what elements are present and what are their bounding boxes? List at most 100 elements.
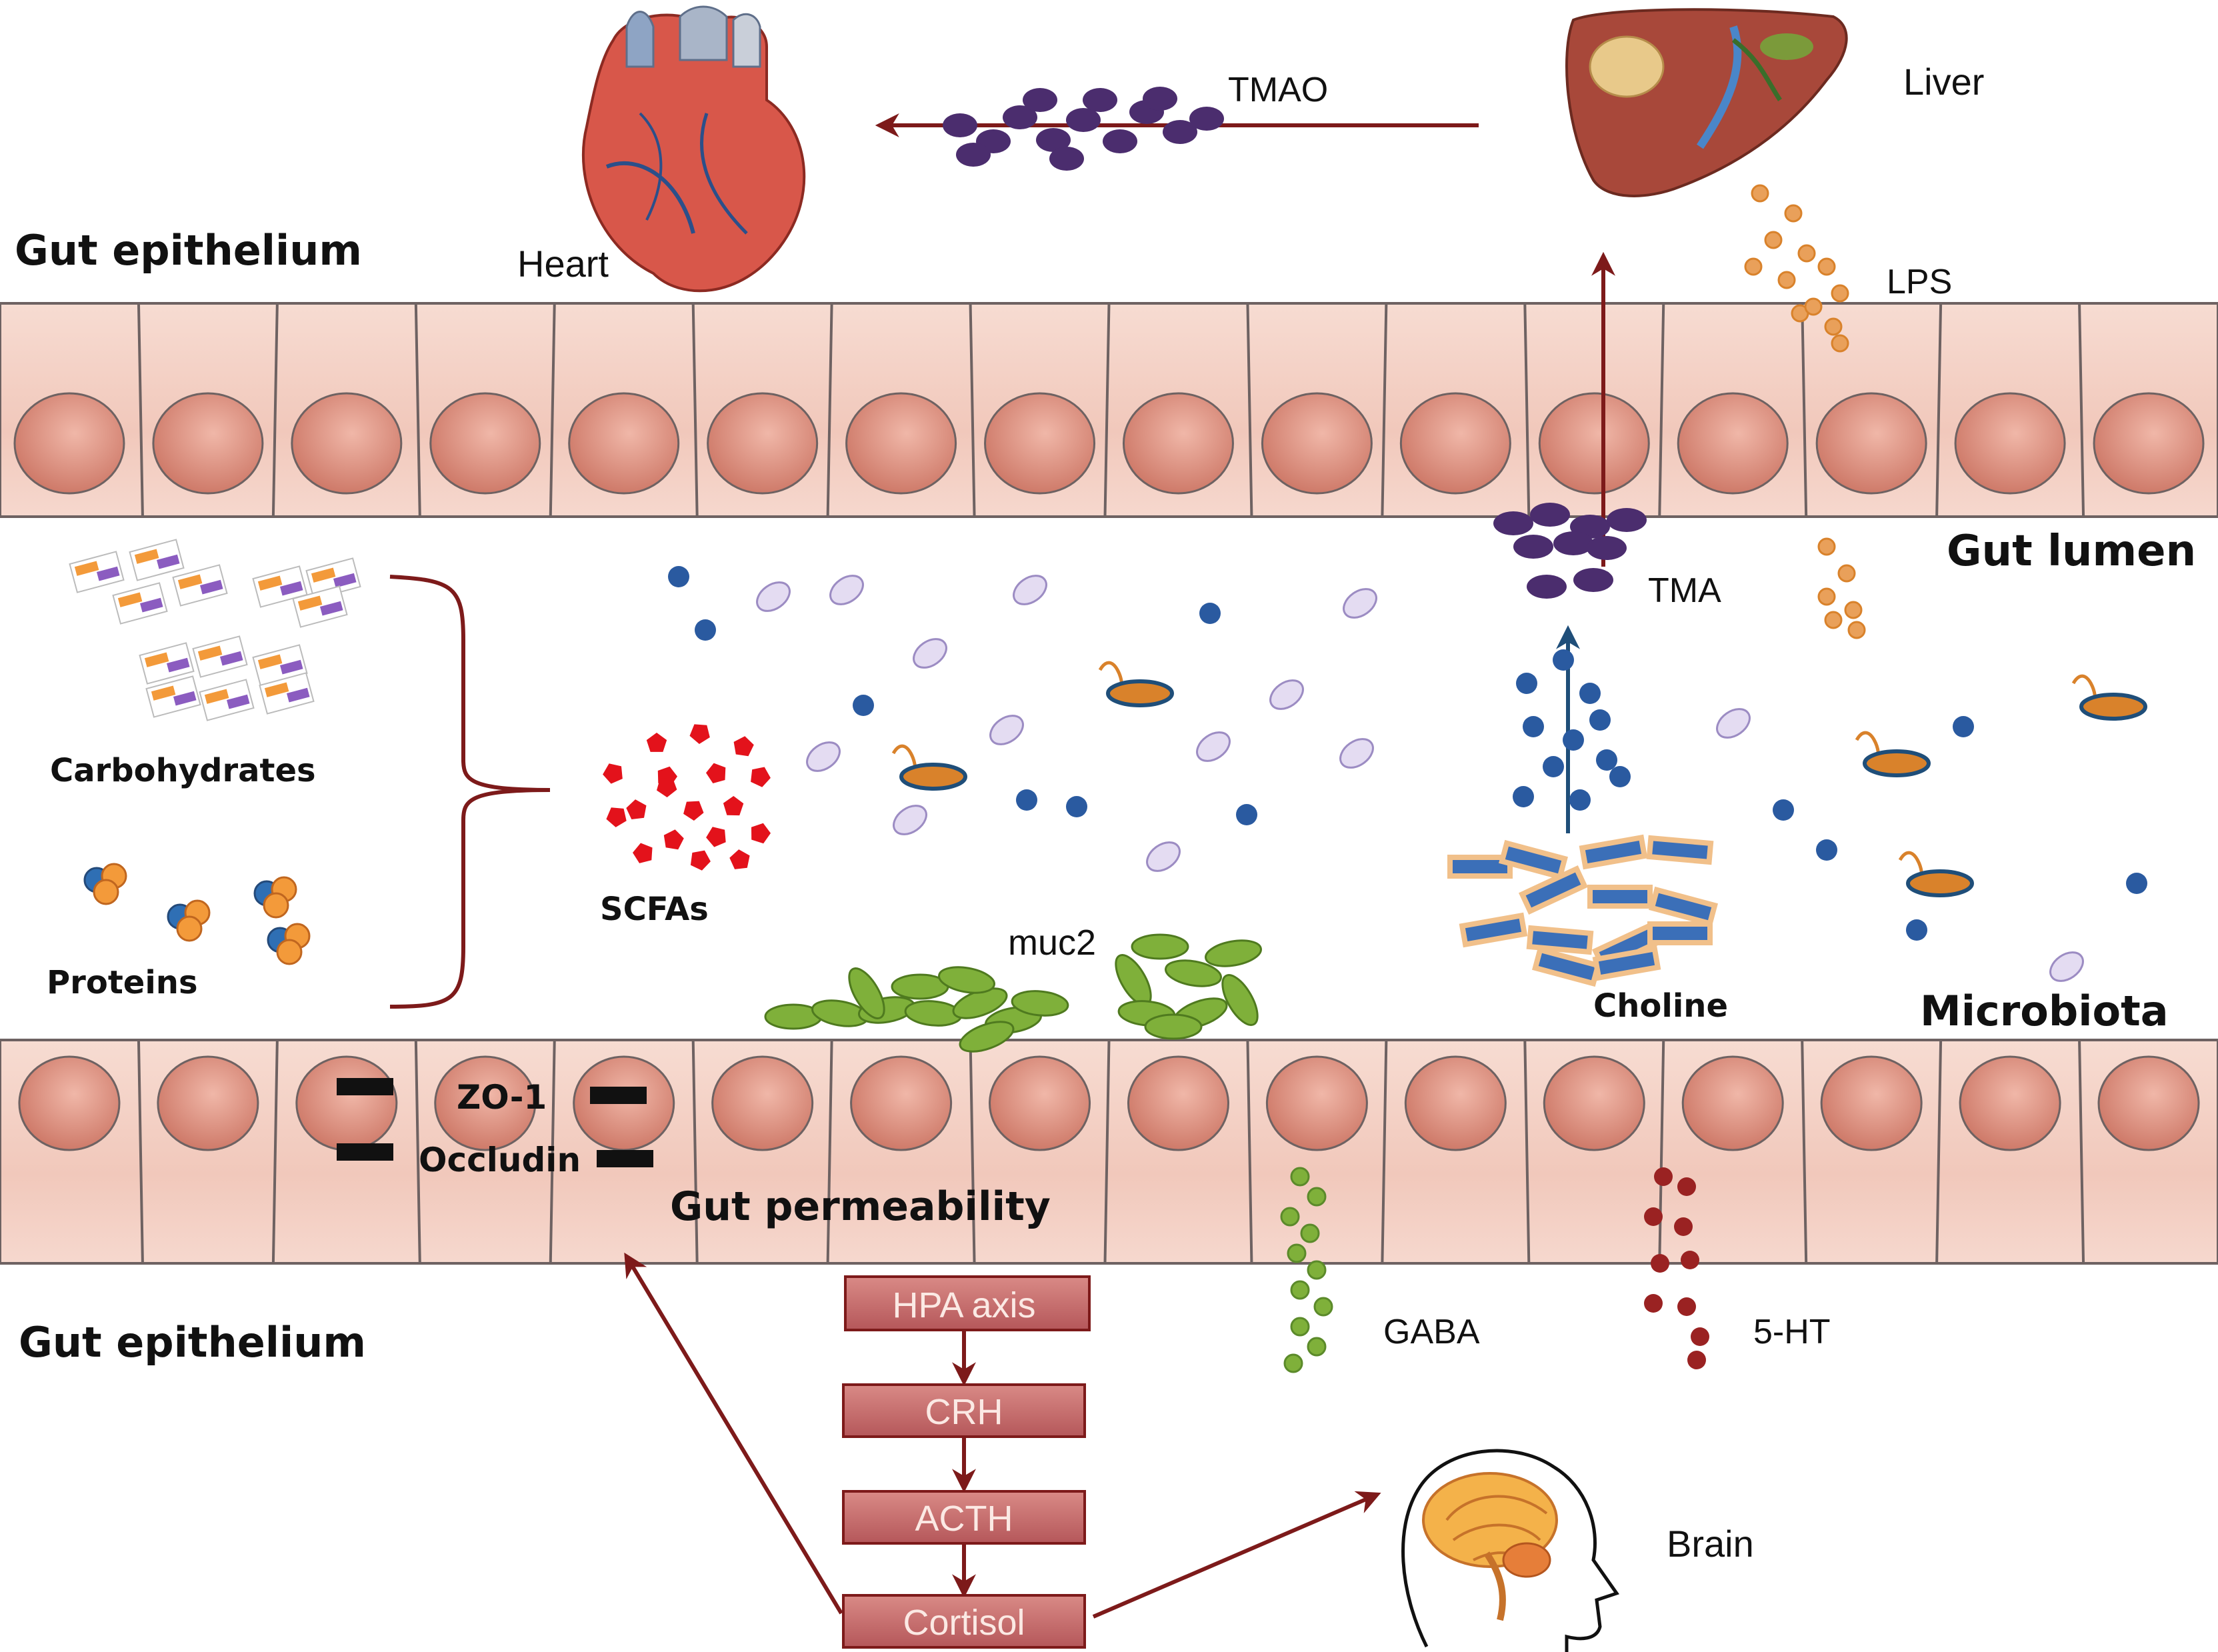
muc2-mucin (938, 966, 995, 994)
microbe-dot (1236, 804, 1257, 825)
cell-nucleus (1543, 1055, 1645, 1151)
carbohydrates-label: Carbohydrates (50, 752, 316, 789)
muc2-mucin (1205, 939, 1262, 967)
microbe-dot (1589, 709, 1611, 731)
microbe-oval (756, 581, 791, 612)
brain-label: Brain (1667, 1523, 1754, 1565)
microbe-dot (1953, 716, 1974, 737)
tmao-molecule (1143, 87, 1177, 111)
lps-particle (1824, 317, 1843, 336)
protein-cluster (167, 899, 211, 942)
carbohydrate-unit (69, 551, 125, 593)
carbohydrate-unit (112, 582, 168, 625)
cell-nucleus (711, 1055, 814, 1151)
particles (69, 87, 2147, 1373)
cell-nucleus (152, 392, 264, 495)
tight-junctions (337, 1078, 653, 1167)
gaba-particle (1287, 1243, 1307, 1263)
microbiota-label: Microbiota (1920, 987, 2169, 1035)
cell-wall (691, 303, 699, 517)
bacterium-body (1106, 679, 1174, 707)
serotonin-particle (1644, 1294, 1663, 1313)
gaba-particle (1300, 1223, 1320, 1243)
choline-molecule (1649, 886, 1718, 927)
microbe-dot (695, 619, 716, 641)
gut-epithelium-top-label: Gut epithelium (15, 226, 362, 275)
tma-molecule (1493, 511, 1533, 535)
nutrient-bracket (389, 575, 551, 1009)
scfa-molecule (751, 823, 771, 844)
muc2-mucin (1144, 1013, 1203, 1040)
gaba-particle (1290, 1167, 1310, 1187)
cell-wall (137, 1039, 144, 1264)
cell-wall (1246, 1039, 1253, 1264)
cell-nucleus (1261, 392, 1373, 495)
microbe-oval (829, 575, 864, 605)
serotonin-particle (1681, 1251, 1699, 1269)
microbe-dot (1066, 796, 1087, 817)
protein-cluster (83, 863, 127, 905)
gut-permeability-label: Gut permeability (670, 1183, 1051, 1230)
lps-particle (1817, 537, 1836, 556)
muc2-mucin (1165, 959, 1222, 987)
tma-molecule (1607, 508, 1647, 532)
heart-illustration (581, 5, 806, 293)
choline-molecule (1499, 839, 1568, 881)
microbe-dot (1596, 749, 1617, 771)
gaba-particle (1283, 1353, 1303, 1373)
cortisol-box (842, 1594, 1086, 1649)
muc2-mucin (1221, 974, 1259, 1026)
cell-wall (1381, 1039, 1388, 1264)
cell-nucleus (13, 392, 125, 495)
cell-wall (1935, 303, 1943, 517)
gaba-particle (1313, 1297, 1333, 1317)
cell-nucleus (984, 392, 1096, 495)
microbe-oval (989, 715, 1024, 745)
microbe-dot (1199, 603, 1221, 624)
cell-wall (1523, 303, 1531, 517)
carbohydrate-unit (305, 557, 361, 600)
lps-particle (1804, 297, 1823, 316)
carbohydrate-unit (199, 679, 255, 721)
carbohydrate-unit (259, 672, 315, 715)
microbe-oval (913, 638, 947, 669)
microbe-dot (1523, 716, 1544, 737)
microbe-oval (893, 805, 927, 835)
serotonin-label: 5-HT (1753, 1313, 1831, 1351)
tma-molecule (1530, 503, 1570, 527)
carbohydrate-unit (252, 565, 308, 608)
tmao-molecule (1036, 128, 1071, 152)
cell-wall (969, 1039, 976, 1264)
cell-wall (1246, 303, 1253, 517)
tmao-molecule (1103, 129, 1137, 153)
cell-nucleus (850, 1055, 953, 1151)
microbe-dot (1516, 673, 1537, 694)
cell-nucleus (1954, 392, 2066, 495)
cell-nucleus (1677, 392, 1789, 495)
cell-nucleus (1820, 1055, 1923, 1151)
cell-wall (826, 303, 833, 517)
scfa-molecule (690, 850, 711, 871)
choline-molecule (1646, 835, 1714, 865)
protein-cluster (253, 876, 297, 919)
hpa-axis-box (844, 1275, 1091, 1331)
serotonin-particle (1644, 1207, 1663, 1226)
lps-particle (1744, 257, 1763, 276)
cell-wall (1801, 1039, 1808, 1264)
cortisol-label: Cortisol (903, 1603, 1025, 1643)
cell-nucleus (1681, 1055, 1784, 1151)
cell-wall (1523, 1039, 1531, 1264)
microbe-dot (1513, 786, 1534, 807)
bottom-epithelial-cells (0, 1039, 2200, 1264)
microbe-dot (668, 566, 689, 587)
carbohydrate-unit (129, 539, 185, 581)
tmao-label: TMAO (1228, 71, 1328, 109)
cell-nucleus (2093, 392, 2205, 495)
cortisol-to-permeability-arrow (624, 1252, 843, 1615)
cell-wall (1801, 303, 1808, 517)
microbe-oval (1343, 588, 1377, 619)
acth-label: ACTH (915, 1499, 1013, 1539)
tma-molecule (1553, 531, 1593, 555)
lps-particle (1784, 204, 1803, 223)
